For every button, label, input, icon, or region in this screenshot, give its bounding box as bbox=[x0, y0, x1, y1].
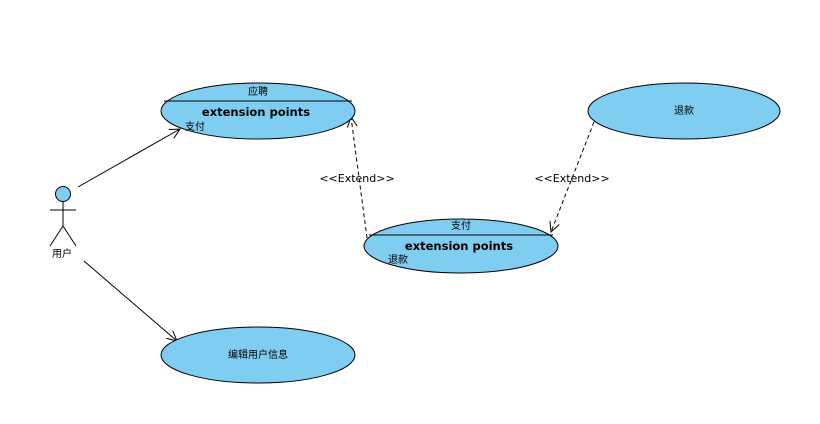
extend-label-left: <<Extend>> bbox=[319, 172, 394, 185]
stick-figure-actor-icon bbox=[49, 186, 77, 247]
association-actor-apply bbox=[77, 129, 180, 188]
actor-label: 用户 bbox=[52, 247, 72, 260]
actor-user[interactable]: 用户 bbox=[49, 186, 77, 261]
use-case-edit-user-info[interactable]: 编辑用户信息 bbox=[160, 326, 356, 384]
use-case-pay-extension-heading: extension points bbox=[405, 239, 513, 253]
use-case-refund[interactable]: 退款 bbox=[587, 82, 781, 140]
extend-pay-to-apply bbox=[351, 117, 368, 239]
use-case-pay[interactable]: 支付 extension points 退款 bbox=[363, 218, 559, 274]
use-case-apply-extension-heading: extension points bbox=[202, 105, 310, 119]
use-case-pay-title: 支付 bbox=[451, 219, 471, 232]
association-actor-edit-info bbox=[83, 260, 177, 341]
use-case-apply-extension-point: 支付 bbox=[185, 120, 205, 133]
use-case-edit-user-info-title: 编辑用户信息 bbox=[228, 348, 288, 361]
use-case-refund-title: 退款 bbox=[674, 104, 694, 117]
use-case-apply[interactable]: 应聘 extension points 支付 bbox=[160, 82, 356, 140]
extend-label-right: <<Extend>> bbox=[534, 172, 609, 185]
extend-refund-to-pay bbox=[551, 121, 595, 232]
use-case-pay-extension-point: 退款 bbox=[388, 253, 408, 266]
use-case-apply-title: 应聘 bbox=[248, 85, 268, 98]
